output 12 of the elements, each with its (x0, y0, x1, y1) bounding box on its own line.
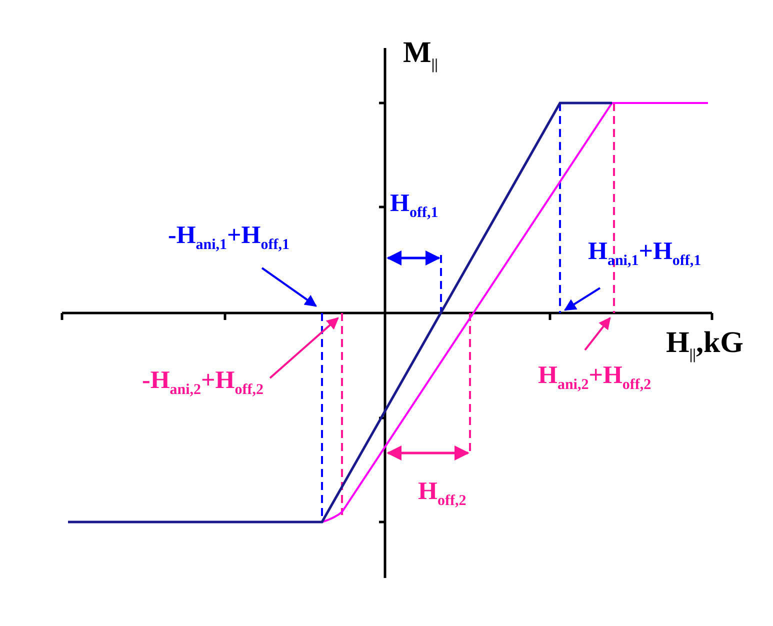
dimension-label: H$_{off,2}$ (418, 478, 466, 510)
leader-arrow (261, 267, 317, 307)
leader-arrow (584, 317, 611, 351)
formula-label: -H$_{ani,1}$+H$_{off,1}$ (168, 222, 290, 254)
axis-label: M$_{||}$ (403, 36, 438, 74)
dimension-label: H$_{off,1}$ (390, 190, 438, 222)
formula-label: H$_{ani,1}$+H$_{off,1}$ (588, 238, 702, 270)
formula-label: H$_{ani,2}$+H$_{off,2}$ (538, 362, 652, 394)
leader-arrow (564, 287, 601, 311)
leader-arrow (269, 317, 339, 379)
formula-label: -H$_{ani,2}$+H$_{off,2}$ (142, 367, 264, 398)
axis-label: H$_{||}$,kG (666, 326, 744, 364)
